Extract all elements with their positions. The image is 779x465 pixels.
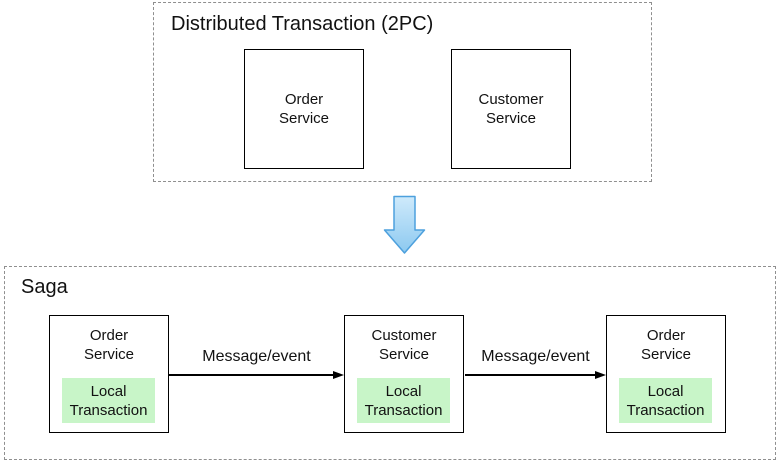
arrowhead-right-icon: [595, 370, 606, 379]
node-order-service-2pc: Order Service: [244, 49, 364, 169]
node-label: Order Service: [278, 91, 330, 127]
node-order-service-saga-1: Order Service Local Transaction: [49, 315, 169, 433]
down-arrow-icon: [383, 195, 426, 254]
local-transaction-box: Local Transaction: [62, 378, 155, 423]
group-saga: Saga Order Service Local Transaction Mes…: [4, 266, 776, 460]
local-transaction-label: Local Transaction: [69, 382, 148, 419]
edge-line: [169, 374, 335, 376]
node-customer-service-saga: Customer Service Local Transaction: [344, 315, 464, 433]
node-label: Customer Service: [371, 327, 437, 363]
node-label: Customer Service: [478, 91, 544, 127]
edge-label: Message/event: [481, 348, 590, 365]
node-order-service-saga-2: Order Service Local Transaction: [606, 315, 726, 433]
group-distributed-transaction-2pc: Distributed Transaction (2PC) Order Serv…: [153, 2, 652, 182]
group-title-2pc: Distributed Transaction (2PC): [171, 13, 434, 35]
edge-line: [465, 374, 597, 376]
local-transaction-box: Local Transaction: [619, 378, 712, 423]
node-customer-service-2pc: Customer Service: [451, 49, 571, 169]
arrowhead-right-icon: [333, 370, 344, 379]
local-transaction-label: Local Transaction: [364, 382, 443, 419]
edge-label: Message/event: [202, 348, 311, 365]
edge-message-event-1: Message/event: [169, 348, 344, 381]
node-label: Order Service: [83, 327, 135, 363]
node-label: Order Service: [640, 327, 692, 363]
group-title-saga: Saga: [21, 276, 68, 298]
edge-message-event-2: Message/event: [465, 348, 606, 381]
local-transaction-label: Local Transaction: [626, 382, 705, 419]
local-transaction-box: Local Transaction: [357, 378, 450, 423]
